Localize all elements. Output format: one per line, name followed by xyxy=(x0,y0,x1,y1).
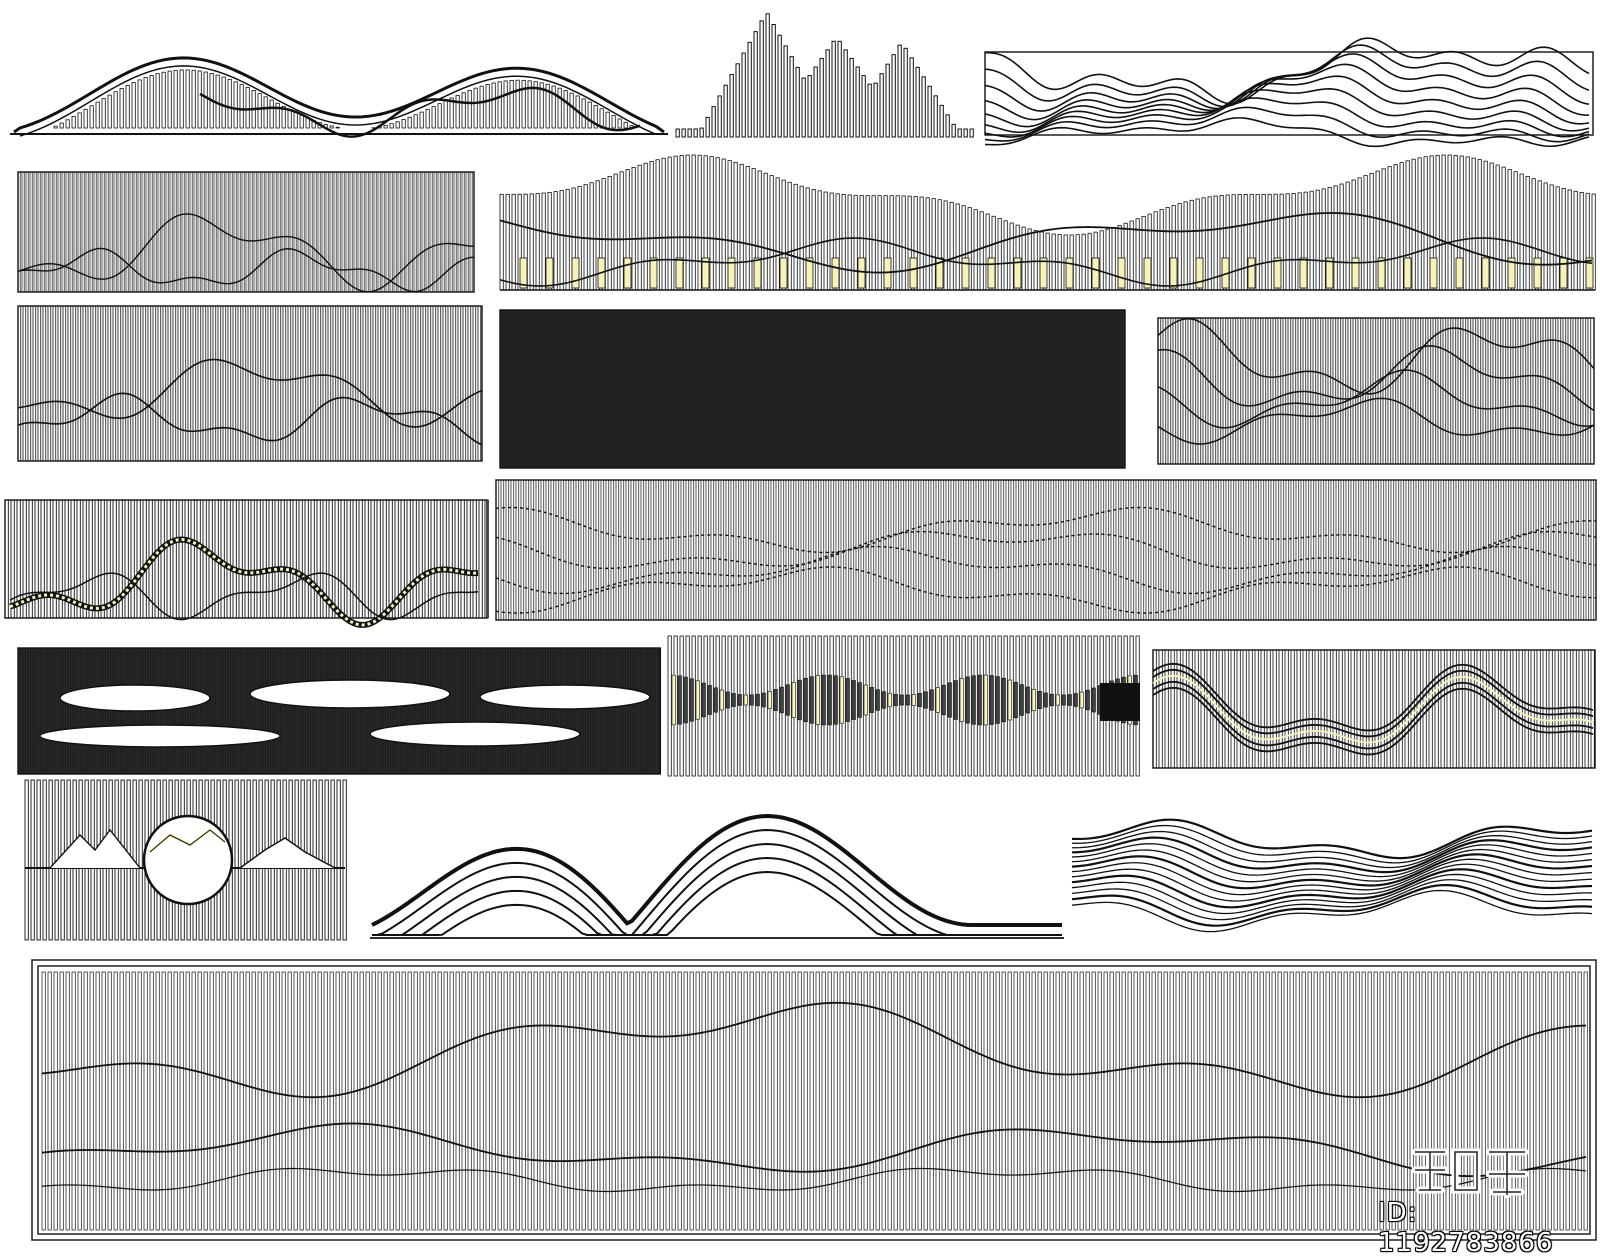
mountain-screen-outline-peaks xyxy=(10,58,668,137)
grille-panel-two-ridges xyxy=(18,172,474,292)
grille-panel-ridges-medium xyxy=(18,306,482,461)
grille-panel-ridges-right xyxy=(1158,318,1594,464)
grille-panel-framed-large xyxy=(32,960,1596,1240)
mountain-outline-large xyxy=(370,816,1064,938)
grille-panel-moon-circle xyxy=(25,780,346,940)
watermark-id-label: ID: 1192783866 xyxy=(1378,1198,1600,1258)
grille-panel-dotted-ridges xyxy=(496,480,1596,620)
grille-panel-rope-waves xyxy=(1153,650,1595,768)
grille-panel-knot-ridge xyxy=(5,500,488,625)
grille-panel-solid-dark xyxy=(500,310,1125,468)
grille-panel-wave-gold xyxy=(500,155,1595,290)
mountain-screen-contour-lines xyxy=(985,38,1593,146)
grille-panel-zigzag-gold xyxy=(668,636,1140,776)
wave-lines-panel xyxy=(1072,820,1592,932)
mountain-screen-pyramid-bars xyxy=(676,14,973,137)
grille-panel-clouds xyxy=(18,648,661,774)
